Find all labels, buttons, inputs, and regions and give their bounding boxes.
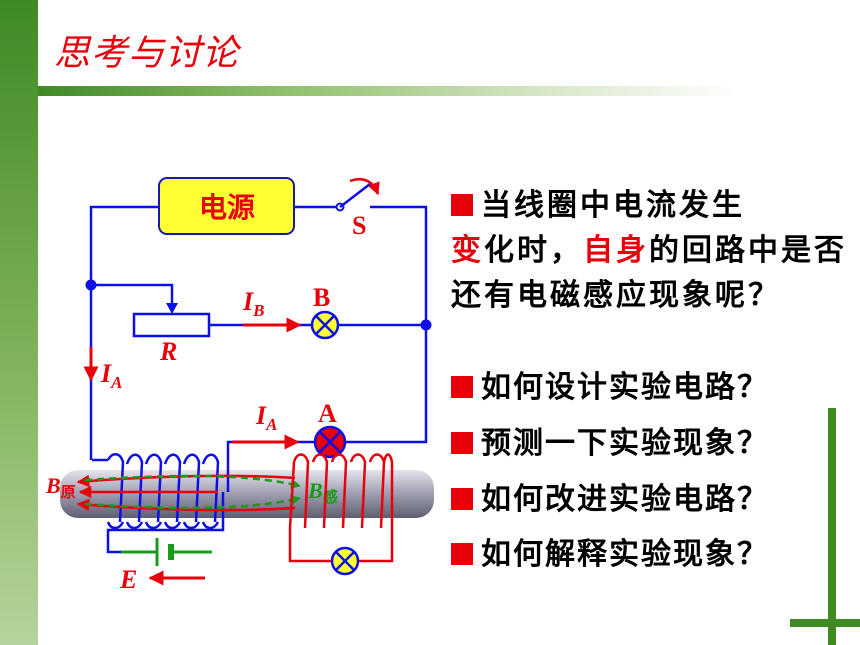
resistor-label: R [159,337,177,366]
emf-label: E [119,565,137,594]
field-original-label: B原 [45,473,76,501]
power-source-label: 电源 [199,191,255,224]
main-question: 当线圈中电流发生变化时，自身的回路中是否还有电磁感应现象呢？ [451,188,847,313]
bullet-square-icon [451,543,473,565]
corner-decoration-horizontal [790,619,860,627]
rheostat [132,312,211,338]
title-underline-bar [38,86,738,96]
bullet-square-icon [451,376,473,398]
bullet-square-icon [451,432,473,454]
corner-decoration-vertical [828,408,836,645]
junction-dots [85,279,432,331]
lamp-b [310,310,340,340]
lamp-a [313,425,347,459]
field-lines-original [76,474,296,512]
question-item: 如何改进实验电路？ [451,485,769,515]
switch [335,177,380,212]
primary-coil [106,453,220,530]
slide-title: 思考与讨论 [54,33,240,74]
bullet-square-icon [451,488,473,510]
question-item: 如何设计实验电路？ [451,373,769,403]
switch-label: S [352,211,366,240]
discussion-questions: 当线圈中电流发生变化时，自身的回路中是否还有电磁感应现象呢？ 如何设计实验电路？… [451,183,851,570]
rheostat-slider-arrow [166,303,178,314]
current-a-branch-label: IA [255,401,277,434]
field-lines-induced [84,474,301,510]
green-sidebar [0,0,38,645]
question-item: 如何解释实验现象？ [451,540,769,570]
bullet-square-icon [451,194,473,216]
lamp-b-label: B [313,283,330,312]
secondary-lamp [330,546,360,576]
lamp-a-label: A [318,399,337,428]
secondary-coil [288,453,394,563]
current-b-label: IB [242,287,264,320]
battery [121,538,212,566]
iron-core [60,470,434,518]
question-item: 预测一下实验现象？ [451,429,769,459]
power-source-box [158,177,295,235]
current-a-main-label: IA [100,359,122,392]
